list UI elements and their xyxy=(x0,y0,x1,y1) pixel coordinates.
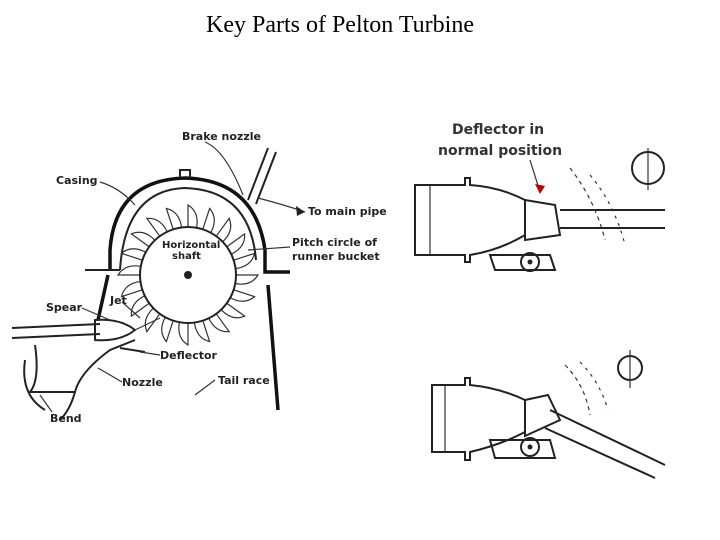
spear-rod xyxy=(11,323,101,339)
nozzle-pipe-top xyxy=(414,177,526,263)
pelton-turbine-cross-section: Brake nozzle Casing To main pipe Horizon… xyxy=(11,130,387,425)
runner-bucket xyxy=(130,231,156,248)
runner-bucket xyxy=(208,313,231,333)
casing-leader xyxy=(99,181,136,206)
bend-pipe xyxy=(23,359,76,421)
to-main-pipe-arrowhead xyxy=(296,206,305,216)
swing-arc-bottom-2 xyxy=(579,361,609,411)
jet-top xyxy=(560,209,665,229)
jet-stream xyxy=(134,317,161,331)
brake-nozzle-pipe xyxy=(247,147,277,205)
label-deflector: Deflector xyxy=(160,349,218,362)
nozzle-leader xyxy=(97,367,123,383)
label-nozzle: Nozzle xyxy=(122,376,163,389)
tail-race-wall-left xyxy=(96,274,110,321)
runner-bucket xyxy=(120,248,147,261)
label-deflector-normal-line1: Deflector in xyxy=(452,122,544,138)
label-horizontal-shaft-line2: shaft xyxy=(172,251,201,262)
deflector-body-bottom xyxy=(524,393,562,438)
deflector-normal-view: Deflector in normal position xyxy=(414,122,665,272)
spear-head xyxy=(94,318,137,342)
runner-bucket xyxy=(130,295,150,318)
jet-bottom xyxy=(544,409,666,479)
runner-bucket xyxy=(229,289,256,302)
runner-bucket xyxy=(220,302,246,319)
label-deflector-normal-line2: normal position xyxy=(438,143,562,159)
runner-bucket xyxy=(161,316,174,343)
runner-bucket xyxy=(226,232,246,255)
runner-bucket xyxy=(202,207,215,234)
runner-bucket xyxy=(235,274,260,285)
brake-nozzle-leader xyxy=(204,141,244,196)
swing-arc-bottom xyxy=(564,364,591,416)
swing-arc-top xyxy=(569,167,606,241)
runner-bucket xyxy=(165,207,183,230)
runner-bucket xyxy=(144,307,161,333)
label-spear: Spear xyxy=(46,301,83,314)
jet-leader xyxy=(121,301,141,319)
label-pitch-circle-line2: runner bucket xyxy=(292,250,380,263)
pivot-bottom xyxy=(520,437,540,457)
tail-race-wall-right xyxy=(266,284,280,411)
bend-leader xyxy=(39,394,53,413)
deflector-deflected-view xyxy=(431,350,666,479)
label-casing: Casing xyxy=(56,174,98,187)
spear-leader xyxy=(81,307,111,321)
runner-bucket xyxy=(215,217,232,243)
slide-title: Key Parts of Pelton Turbine xyxy=(205,12,474,38)
tail-race-leader xyxy=(194,379,216,396)
pivot-top-center xyxy=(527,259,533,265)
runner-bucket xyxy=(233,252,256,270)
runner-bucket xyxy=(193,320,211,343)
runner-buckets xyxy=(116,203,260,347)
runner-bucket xyxy=(178,322,189,347)
runner-wheel xyxy=(139,226,237,324)
deflector-plate xyxy=(119,347,146,353)
horizontal-shaft-hub xyxy=(184,271,192,279)
label-tail-race: Tail race xyxy=(218,374,270,387)
label-bend: Bend xyxy=(50,412,82,425)
label-to-main-pipe: To main pipe xyxy=(308,205,387,218)
runner-bucket xyxy=(187,203,198,228)
nozzle-pipe-bottom xyxy=(431,377,526,461)
label-jet: Jet xyxy=(109,294,127,307)
casing-top-hook xyxy=(179,169,191,178)
casing-inner xyxy=(119,186,257,271)
linkage-bottom xyxy=(488,439,557,459)
deflector-normal-arrowhead xyxy=(535,184,545,194)
casing-outline xyxy=(108,176,290,274)
runner-bucket xyxy=(145,217,168,237)
label-horizontal-shaft-line1: Horizontal xyxy=(162,240,220,251)
pitch-circle-leader xyxy=(247,246,291,251)
runner-bucket xyxy=(120,280,143,298)
pivot-bottom-center xyxy=(527,444,533,450)
linkage-top xyxy=(488,254,557,271)
deflector-body-top xyxy=(524,198,562,242)
label-brake-nozzle: Brake nozzle xyxy=(182,130,261,143)
label-pitch-circle-line1: Pitch circle of xyxy=(292,236,377,249)
runner-bucket xyxy=(116,265,141,276)
nozzle-body xyxy=(27,339,136,393)
deflector-leader xyxy=(139,351,161,356)
